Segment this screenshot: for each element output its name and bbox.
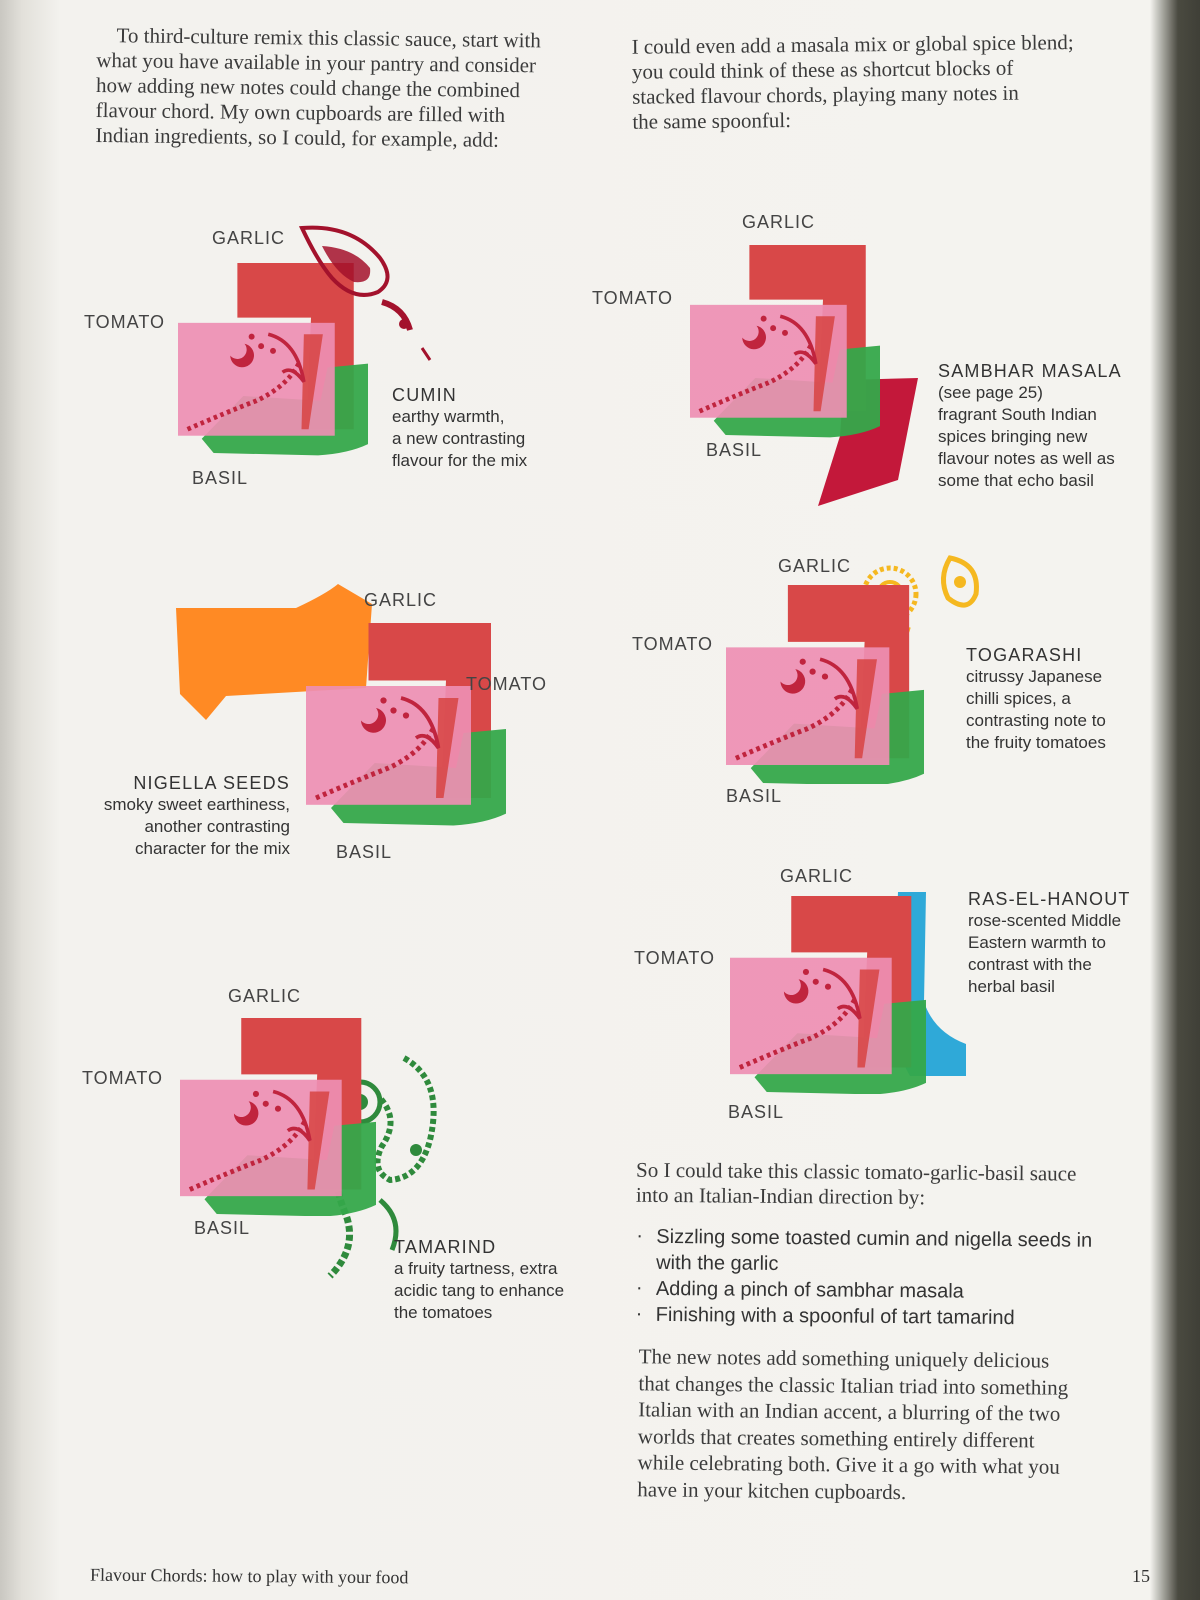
note-line: flavour for the mix <box>392 451 528 470</box>
label-tomato: TOMATO <box>466 674 548 694</box>
label-basil: BASIL <box>706 440 763 460</box>
intro-left-paragraph: To third-culture remix this classic sauc… <box>95 23 596 154</box>
note-line: character for the mix <box>135 839 290 858</box>
label-garlic: GARLIC <box>780 866 854 886</box>
note-heading: CUMIN <box>392 385 457 405</box>
direction-intro-line: into an Italian-Indian direction by: <box>635 1182 926 1210</box>
label-basil: BASIL <box>194 1218 251 1238</box>
note-line: the fruity tomatoes <box>966 733 1106 752</box>
note-heading: TAMARIND <box>394 1237 497 1257</box>
label-tomato: TOMATO <box>82 1068 164 1088</box>
label-garlic: GARLIC <box>778 556 852 576</box>
note-heading: TOGARASHI <box>966 645 1083 665</box>
note-line: some that echo basil <box>938 471 1094 490</box>
closing-paragraph: The new notes add something uniquely del… <box>637 1343 1159 1507</box>
paisley-cumin-motif <box>298 225 432 361</box>
note-tamarind: TAMARIND a fruity tartness, extra acidic… <box>394 1236 564 1324</box>
note-line: Eastern warmth to <box>968 933 1106 952</box>
chord-graphic <box>180 1016 376 1216</box>
label-basil: BASIL <box>192 468 249 488</box>
note-line: fragrant South Indian <box>938 405 1097 424</box>
note-heading: NIGELLA SEEDS <box>133 773 290 793</box>
label-tomato: TOMATO <box>84 312 166 332</box>
chord-graphic <box>306 618 506 828</box>
note-line: earthy warmth, <box>392 407 505 426</box>
note-line: spices bringing new <box>938 427 1088 446</box>
note-heading: RAS-EL-HANOUT <box>968 889 1131 909</box>
note-line: chilli spices, a <box>966 689 1071 708</box>
footer-title: Flavour Chords: how to play with your fo… <box>89 1564 409 1588</box>
bullet-item: Sizzling some toasted cumin and nigella … <box>636 1224 1156 1281</box>
note-line: the tomatoes <box>394 1303 493 1322</box>
note-togarashi: TOGARASHI citrussy Japanese chilli spice… <box>966 644 1106 754</box>
page-number: 15 <box>1132 1566 1150 1586</box>
note-line: another contrasting <box>144 817 290 836</box>
chord-graphic <box>726 584 924 784</box>
label-garlic: GARLIC <box>364 590 438 610</box>
label-basil: BASIL <box>336 842 393 862</box>
label-basil: BASIL <box>726 786 783 806</box>
note-line: citrussy Japanese <box>966 667 1103 686</box>
label-tomato: TOMATO <box>632 634 714 654</box>
intro-right-line: the same spoonful: <box>632 108 792 134</box>
note-line: a fruity tartness, extra <box>394 1259 558 1278</box>
direction-intro-paragraph: So I could take this classic tomato-garl… <box>636 1158 1156 1213</box>
bullet-item: Finishing with a spoonful of tart tamari… <box>636 1302 1156 1333</box>
note-line: rose-scented Middle <box>968 911 1122 930</box>
note-line: a new contrasting <box>392 429 526 448</box>
label-tomato: TOMATO <box>592 288 674 308</box>
direction-bullet-list: Sizzling some toasted cumin and nigella … <box>636 1224 1157 1333</box>
note-line: contrast with the <box>968 955 1092 974</box>
closing-line: have in your kitchen cupboards. <box>637 1476 907 1504</box>
bullet-line: Finishing with a spoonful of tart tamari… <box>655 1303 1015 1330</box>
note-line: smoky sweet earthiness, <box>103 795 290 814</box>
label-basil: BASIL <box>728 1102 785 1122</box>
label-tomato: TOMATO <box>634 948 716 968</box>
note-line: flavour notes as well as <box>938 449 1115 468</box>
note-heading: SAMBHAR MASALA <box>938 361 1122 381</box>
label-garlic: GARLIC <box>228 986 302 1006</box>
note-line: herbal basil <box>968 977 1055 996</box>
label-garlic: GARLIC <box>742 212 816 232</box>
chord-graphic <box>730 894 926 1094</box>
intro-right-paragraph: I could even add a masala mix or global … <box>631 29 1152 134</box>
note-nigella: NIGELLA SEEDS smoky sweet earthiness, an… <box>70 772 290 860</box>
note-line: contrasting note to <box>966 711 1106 730</box>
chord-graphic <box>690 240 880 440</box>
note-ras-el-hanout: RAS-EL-HANOUT rose-scented Middle Easter… <box>968 888 1131 998</box>
note-line: acidic tang to enhance <box>394 1281 565 1300</box>
note-cumin: CUMIN earthy warmth, a new contrasting f… <box>392 384 527 472</box>
note-sambhar: SAMBHAR MASALA (see page 25) fragrant So… <box>938 360 1122 492</box>
note-line: (see page 25) <box>938 383 1043 402</box>
intro-left-line: Indian ingredients, so I could, for exam… <box>95 122 500 152</box>
label-garlic: GARLIC <box>212 228 286 248</box>
